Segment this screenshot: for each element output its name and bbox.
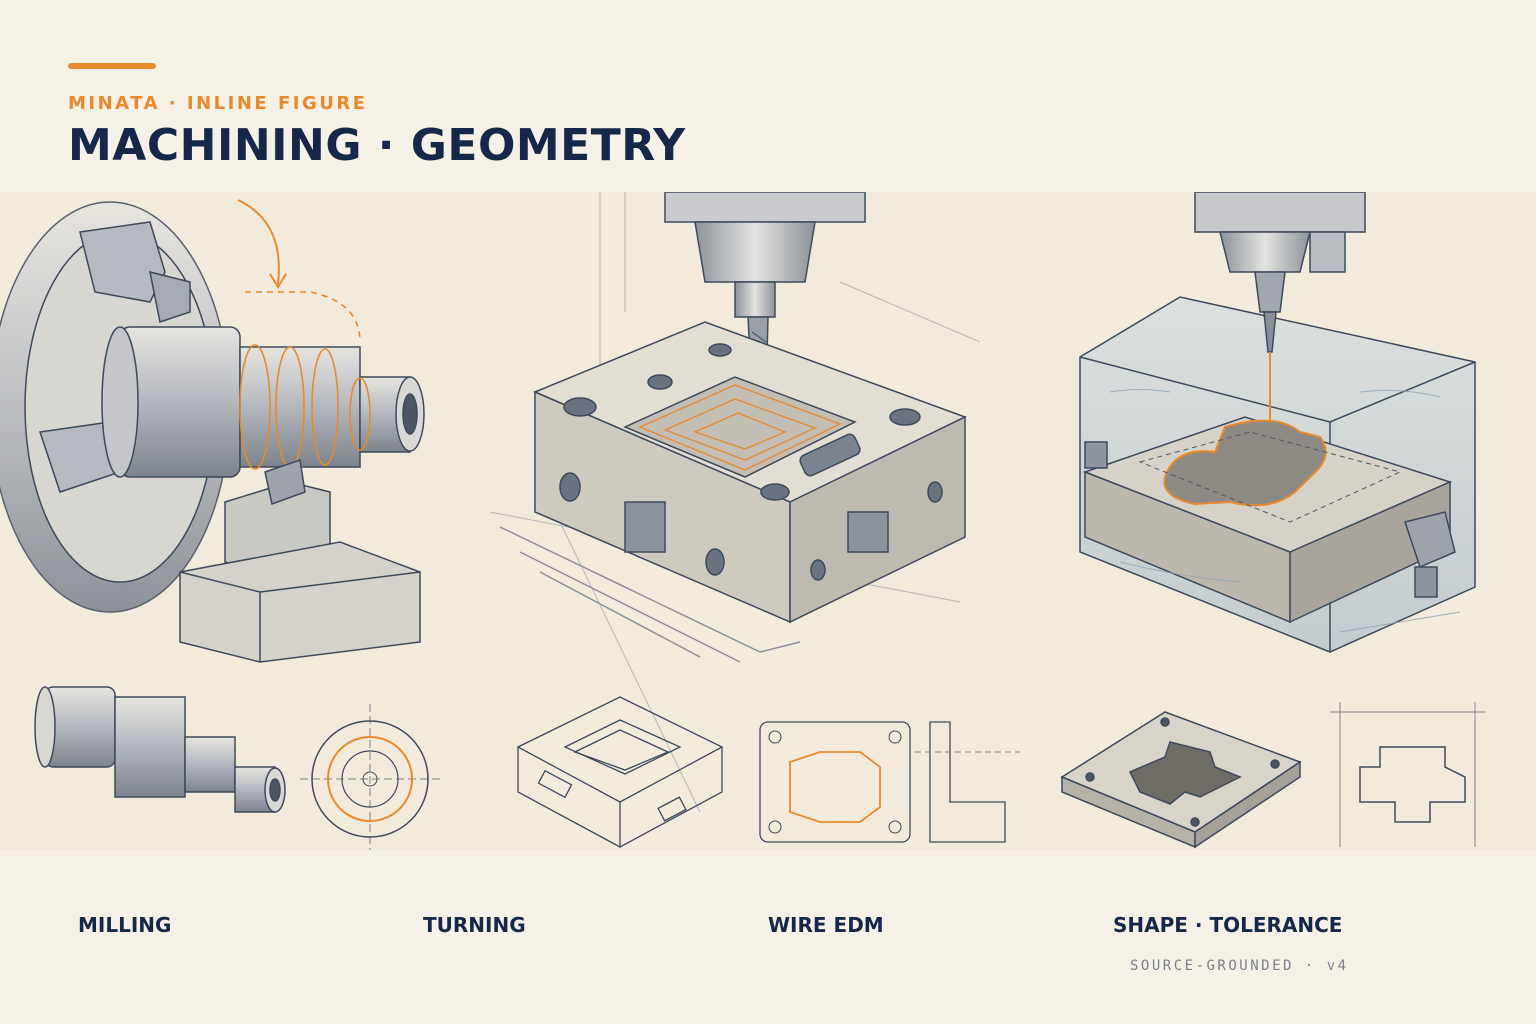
milling-block-icon <box>489 192 981 813</box>
machining-illustration <box>0 192 1536 850</box>
illustration-canvas <box>0 192 1485 850</box>
shaft-profile-icon <box>34 686 286 813</box>
accent-bar <box>68 63 156 69</box>
label-milling: MILLING <box>78 913 172 937</box>
label-turning: TURNING <box>423 913 526 937</box>
label-shape-tolerance: SHAPE · TOLERANCE <box>1113 913 1343 937</box>
pocket-block-wireframe-icon <box>516 696 724 849</box>
cutout-outline-icon <box>1330 702 1485 847</box>
lathe-turning-icon <box>0 199 425 663</box>
circular-section-icon <box>300 704 440 850</box>
footer-note: SOURCE-GROUNDED · v4 <box>1130 958 1349 974</box>
plate-cutout-icon <box>1060 711 1302 849</box>
page-title: MACHINING · GEOMETRY <box>68 120 686 171</box>
eyebrow-text: MINATA · INLINE FIGURE <box>68 93 368 114</box>
label-wire-edm: WIRE EDM <box>768 913 884 937</box>
plan-view-icon <box>759 721 1020 843</box>
wire-edm-tank-icon <box>1079 192 1476 653</box>
